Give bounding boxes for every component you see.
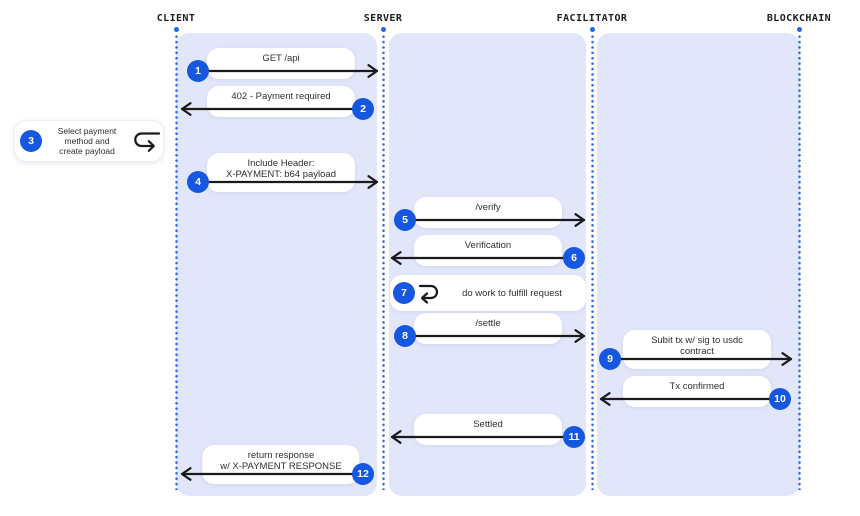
self-loop-box bbox=[390, 275, 586, 311]
step-number-badge: 1 bbox=[187, 60, 209, 82]
arrow-left-icon bbox=[390, 430, 576, 444]
step-number: 6 bbox=[571, 252, 577, 264]
message-label: Include Header:X-PAYMENT: b64 payload bbox=[207, 153, 355, 192]
step-number-badge: 10 bbox=[769, 388, 791, 410]
arrow-left-icon bbox=[180, 102, 365, 116]
step-number-badge: 9 bbox=[599, 348, 621, 370]
step-number: 12 bbox=[357, 468, 369, 480]
self-loop-arrow-icon bbox=[418, 284, 439, 304]
arrow-right-icon bbox=[196, 64, 379, 78]
message-label-line: Select payment bbox=[57, 126, 117, 136]
arrow-left-icon bbox=[390, 251, 576, 265]
message-label: GET /api bbox=[207, 48, 355, 79]
message-label: /settle bbox=[414, 313, 562, 344]
step-number-badge: 7 bbox=[393, 282, 415, 304]
message-label-line: /verify bbox=[475, 202, 501, 213]
message-label: /verify bbox=[414, 197, 562, 228]
message-label-line: return response bbox=[247, 450, 315, 461]
step-number-badge: 2 bbox=[352, 98, 374, 120]
step-number: 11 bbox=[568, 431, 580, 443]
actor-header-facilitator: FACILITATOR bbox=[556, 13, 628, 24]
lifeline-endpoint-dot bbox=[380, 27, 386, 32]
arrow-right-icon bbox=[403, 213, 586, 227]
message-label: Settled bbox=[414, 414, 562, 445]
step-number-badge: 3 bbox=[20, 130, 42, 152]
arrow-left-icon bbox=[599, 392, 782, 406]
step-number-badge: 11 bbox=[563, 426, 585, 448]
lifeline-endpoint-dot bbox=[796, 27, 802, 32]
step-number: 1 bbox=[195, 65, 201, 77]
actor-header-server: SERVER bbox=[363, 13, 403, 24]
step-number: 4 bbox=[195, 176, 201, 188]
message-label: Tx confirmed bbox=[623, 376, 771, 407]
message-label-line: Verification bbox=[464, 240, 512, 251]
step-number: 2 bbox=[360, 103, 366, 115]
step-number-badge: 6 bbox=[563, 247, 585, 269]
message-label-line: Tx confirmed bbox=[669, 381, 725, 392]
step-number-badge: 8 bbox=[394, 325, 416, 347]
step-number-badge: 12 bbox=[352, 463, 374, 485]
self-loop-label: do work to fulfill request bbox=[462, 288, 562, 300]
message-label-line: Settled bbox=[473, 419, 503, 430]
step-number: 8 bbox=[402, 330, 408, 342]
message-label: Verification bbox=[414, 235, 562, 266]
arrow-left-icon bbox=[180, 467, 365, 481]
arrow-right-icon bbox=[608, 352, 793, 366]
message-label-line: Include Header: bbox=[247, 158, 315, 169]
u-turn-arrow-icon bbox=[134, 132, 161, 152]
step-number: 7 bbox=[401, 287, 407, 299]
message-label-line: w/ X-PAYMENT RESPONSE bbox=[220, 460, 342, 472]
step-number: 10 bbox=[774, 393, 786, 405]
lifeline-blockchain bbox=[797, 34, 801, 490]
message-label-line: 402 - Payment required bbox=[231, 91, 331, 102]
message-label-line: GET /api bbox=[262, 53, 300, 64]
arrow-right-icon bbox=[196, 175, 379, 189]
lifeline-endpoint-dot bbox=[173, 27, 179, 32]
lifeline-facilitator bbox=[590, 34, 594, 490]
message-label-line: contract bbox=[680, 345, 714, 357]
message-label-line: do work to fulfill request bbox=[462, 288, 562, 299]
message-label: 402 - Payment required bbox=[207, 86, 355, 117]
arrow-right-icon bbox=[403, 329, 586, 343]
step-number: 3 bbox=[28, 135, 34, 147]
lifeline-server bbox=[381, 34, 385, 490]
step-number-badge: 5 bbox=[394, 209, 416, 231]
step-number-badge: 4 bbox=[187, 171, 209, 193]
lifeline-endpoint-dot bbox=[589, 27, 595, 32]
message-label-line: create payload bbox=[59, 146, 115, 156]
message-label-line: method and bbox=[64, 136, 110, 146]
message-label-line: /settle bbox=[475, 318, 501, 329]
message-label-line: Subit tx w/ sig to usdc bbox=[651, 335, 743, 346]
message-label-line: X-PAYMENT: b64 payload bbox=[225, 168, 336, 180]
step-number: 9 bbox=[607, 353, 613, 365]
lifeline-client bbox=[174, 34, 178, 490]
actor-header-blockchain: BLOCKCHAIN bbox=[766, 13, 832, 24]
actor-header-client: CLIENT bbox=[156, 13, 196, 24]
lane-panel bbox=[597, 33, 800, 496]
step-number: 5 bbox=[402, 214, 408, 226]
